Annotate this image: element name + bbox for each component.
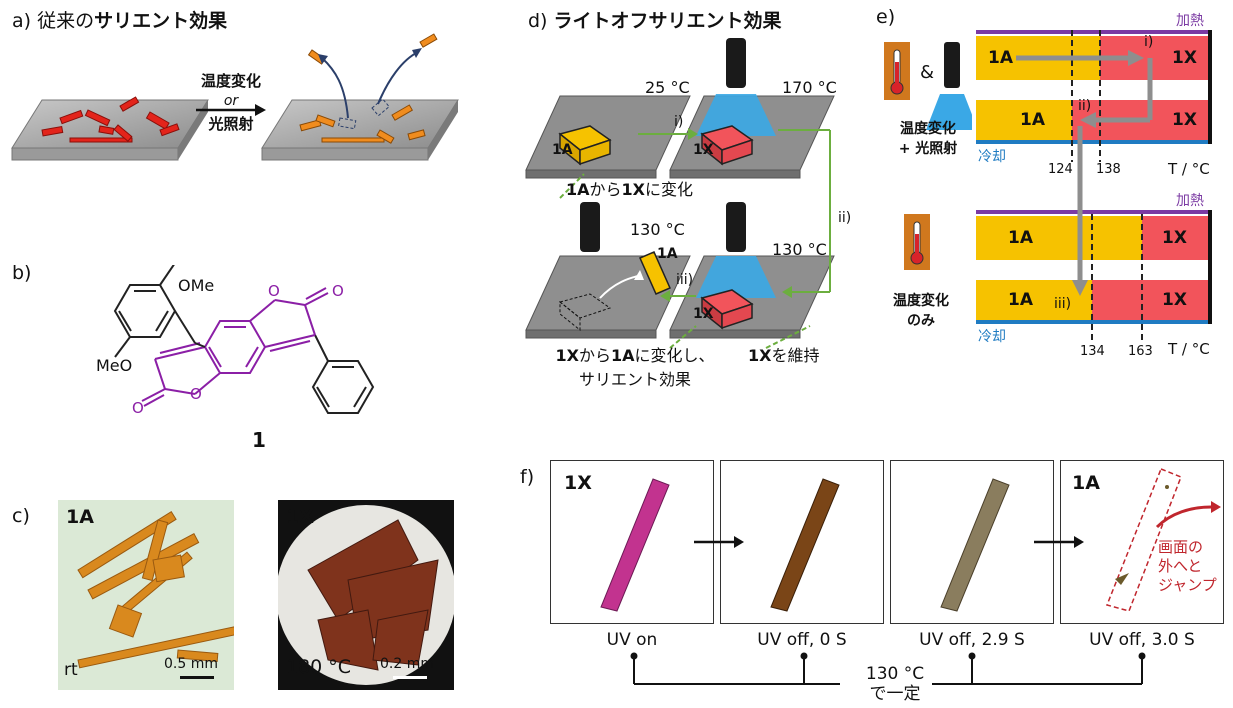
heat-arrow-bottom: [976, 210, 1208, 214]
phase-1x-label-3: 1X: [1162, 228, 1187, 248]
path-step-iii: iii): [1054, 296, 1072, 312]
panel-c-label: c): [12, 505, 30, 527]
note-1x-maintained: 1Xを維持: [748, 346, 820, 365]
heat-label-top: 加熱: [1176, 13, 1204, 29]
phase-1x-label-1: 1X: [1172, 48, 1197, 68]
phase-1a-heat-bottom: [976, 216, 1142, 260]
condition-or: or: [223, 93, 239, 109]
cool-label-bottom: 冷却: [978, 329, 1006, 345]
photo-1x-scale-bar: [393, 676, 427, 679]
step-i: i): [674, 114, 684, 130]
phase-1a-label-4: 1A: [1008, 290, 1033, 310]
label-o-top-ring: O: [268, 282, 280, 300]
photo-1a-temperature: rt: [64, 660, 78, 680]
panel-b-label: b): [12, 262, 32, 284]
label-o-bottom-carbonyl: O: [132, 399, 144, 417]
crystal-1x-heated: 1X: [693, 142, 714, 158]
note-1a-to-1x: 1Aから1Xに変化: [566, 180, 694, 199]
cool-label-top: 冷却: [978, 149, 1006, 165]
jump-note: 画面の 外へと ジャンプ: [1158, 538, 1217, 594]
frame-1-title: 1X: [564, 472, 592, 494]
path-step-ii: ii): [1078, 98, 1092, 114]
caption-temp-light: 温度変化 + 光照射: [898, 121, 958, 157]
temp-170c: 170 °C: [782, 78, 837, 97]
step-iii: iii): [676, 272, 694, 288]
cool-arrow-top: [976, 140, 1208, 144]
panel-a-arrow: [196, 104, 266, 116]
label-ome-top: OMe: [178, 276, 215, 295]
phase-1x-cool-bottom: [1092, 280, 1208, 320]
caption-uv-on: UV on: [606, 630, 658, 650]
photo-1a: [58, 500, 237, 690]
crystal-1a-jumped: 1A: [657, 246, 678, 262]
crystal-1x-kept: 1X: [693, 306, 714, 322]
caption-uv-off-0s: UV off, 0 S: [757, 630, 847, 650]
plate-right: [261, 33, 459, 161]
photo-1a-scale-label: 0.5 mm: [164, 656, 218, 672]
cool-arrow-bottom: [976, 320, 1208, 324]
phase-1a-label-2: 1A: [1020, 110, 1045, 130]
panel-d-illustration: [525, 38, 835, 349]
panel-f-label: f): [520, 466, 535, 488]
photo-1x-scale-label: 0.2 mm: [380, 656, 434, 672]
photo-1a-title: 1A: [66, 506, 94, 528]
thermometer-flashlight-icons: [884, 42, 972, 130]
constant-temp-bracket: [630, 652, 1146, 685]
condition-temperature: 温度変化: [200, 72, 261, 90]
axis-label-bottom: T / °C: [1168, 340, 1210, 358]
photo-1x: [278, 500, 454, 690]
right-edge-top: [1208, 30, 1212, 144]
panel-a-title: a) 従来のサリエント効果: [12, 10, 228, 32]
heat-label-bottom: 加熱: [1176, 193, 1204, 209]
structure-compound-1: [113, 265, 375, 414]
constant-temperature-note: 130 °C で一定: [865, 664, 925, 704]
crystal-1a-start: 1A: [552, 142, 573, 158]
caption-uv-off-2-9s: UV off, 2.9 S: [919, 630, 1025, 650]
frame-uv-off-3-0s: [1060, 460, 1224, 624]
panel-d-title: d) ライトオフサリエント効果: [528, 10, 782, 32]
sequence-arrows: [694, 536, 1084, 548]
path-step-i: i): [1144, 34, 1154, 50]
step-ii: ii): [838, 210, 852, 226]
frame-uv-on: [550, 460, 714, 624]
tick-138: 138: [1096, 162, 1121, 177]
ampersand: &: [920, 62, 935, 83]
thermometer-icon: [904, 214, 930, 270]
phase-1x-label-4: 1X: [1162, 290, 1187, 310]
phase-1x-label-2: 1X: [1172, 110, 1197, 130]
axis-label-top: T / °C: [1168, 160, 1210, 178]
phase-1a-label-1: 1A: [988, 48, 1013, 68]
panel-e-label: e): [876, 6, 896, 28]
heat-arrow-top: [976, 30, 1208, 34]
caption-temp-only: 温度変化 のみ: [893, 293, 949, 329]
phase-1a-cool-top: [976, 100, 1072, 140]
caption-uv-off-3-0s: UV off, 3.0 S: [1089, 630, 1195, 650]
tick-134: 134: [1080, 344, 1105, 359]
plate-left: [11, 96, 209, 161]
note-1x-to-1a: 1Xから1Aに変化し、 サリエント効果: [555, 346, 715, 389]
temp-25c: 25 °C: [645, 78, 690, 97]
phase-1x-heat-bottom: [1142, 216, 1208, 260]
right-edge-bottom: [1208, 210, 1212, 324]
phase-1a-cool-bottom: [976, 280, 1092, 320]
compound-number: 1: [252, 428, 266, 452]
label-ome-bottom: MeO: [96, 356, 133, 375]
frame-uv-off-2-9s: [890, 460, 1054, 624]
tick-163: 163: [1128, 344, 1153, 359]
label-o-top-carbonyl: O: [332, 282, 344, 300]
photo-1a-scale-bar: [180, 676, 214, 679]
tick-124: 124: [1048, 162, 1073, 177]
temp-130c-left: 130 °C: [630, 220, 685, 239]
photo-1x-title: 1X: [286, 506, 314, 528]
frame-uv-off-0s: [720, 460, 884, 624]
label-o-bottom-ring: O: [190, 385, 202, 403]
condition-light: 光照射: [208, 115, 254, 133]
panel-e-overlay: [1016, 30, 1153, 342]
temp-130c-right: 130 °C: [772, 240, 827, 259]
phase-1a-label-3: 1A: [1008, 228, 1033, 248]
frame-4-title: 1A: [1072, 472, 1100, 494]
panel-a-illustration: [11, 33, 459, 161]
photo-1x-temperature: 180 °C: [286, 656, 352, 678]
